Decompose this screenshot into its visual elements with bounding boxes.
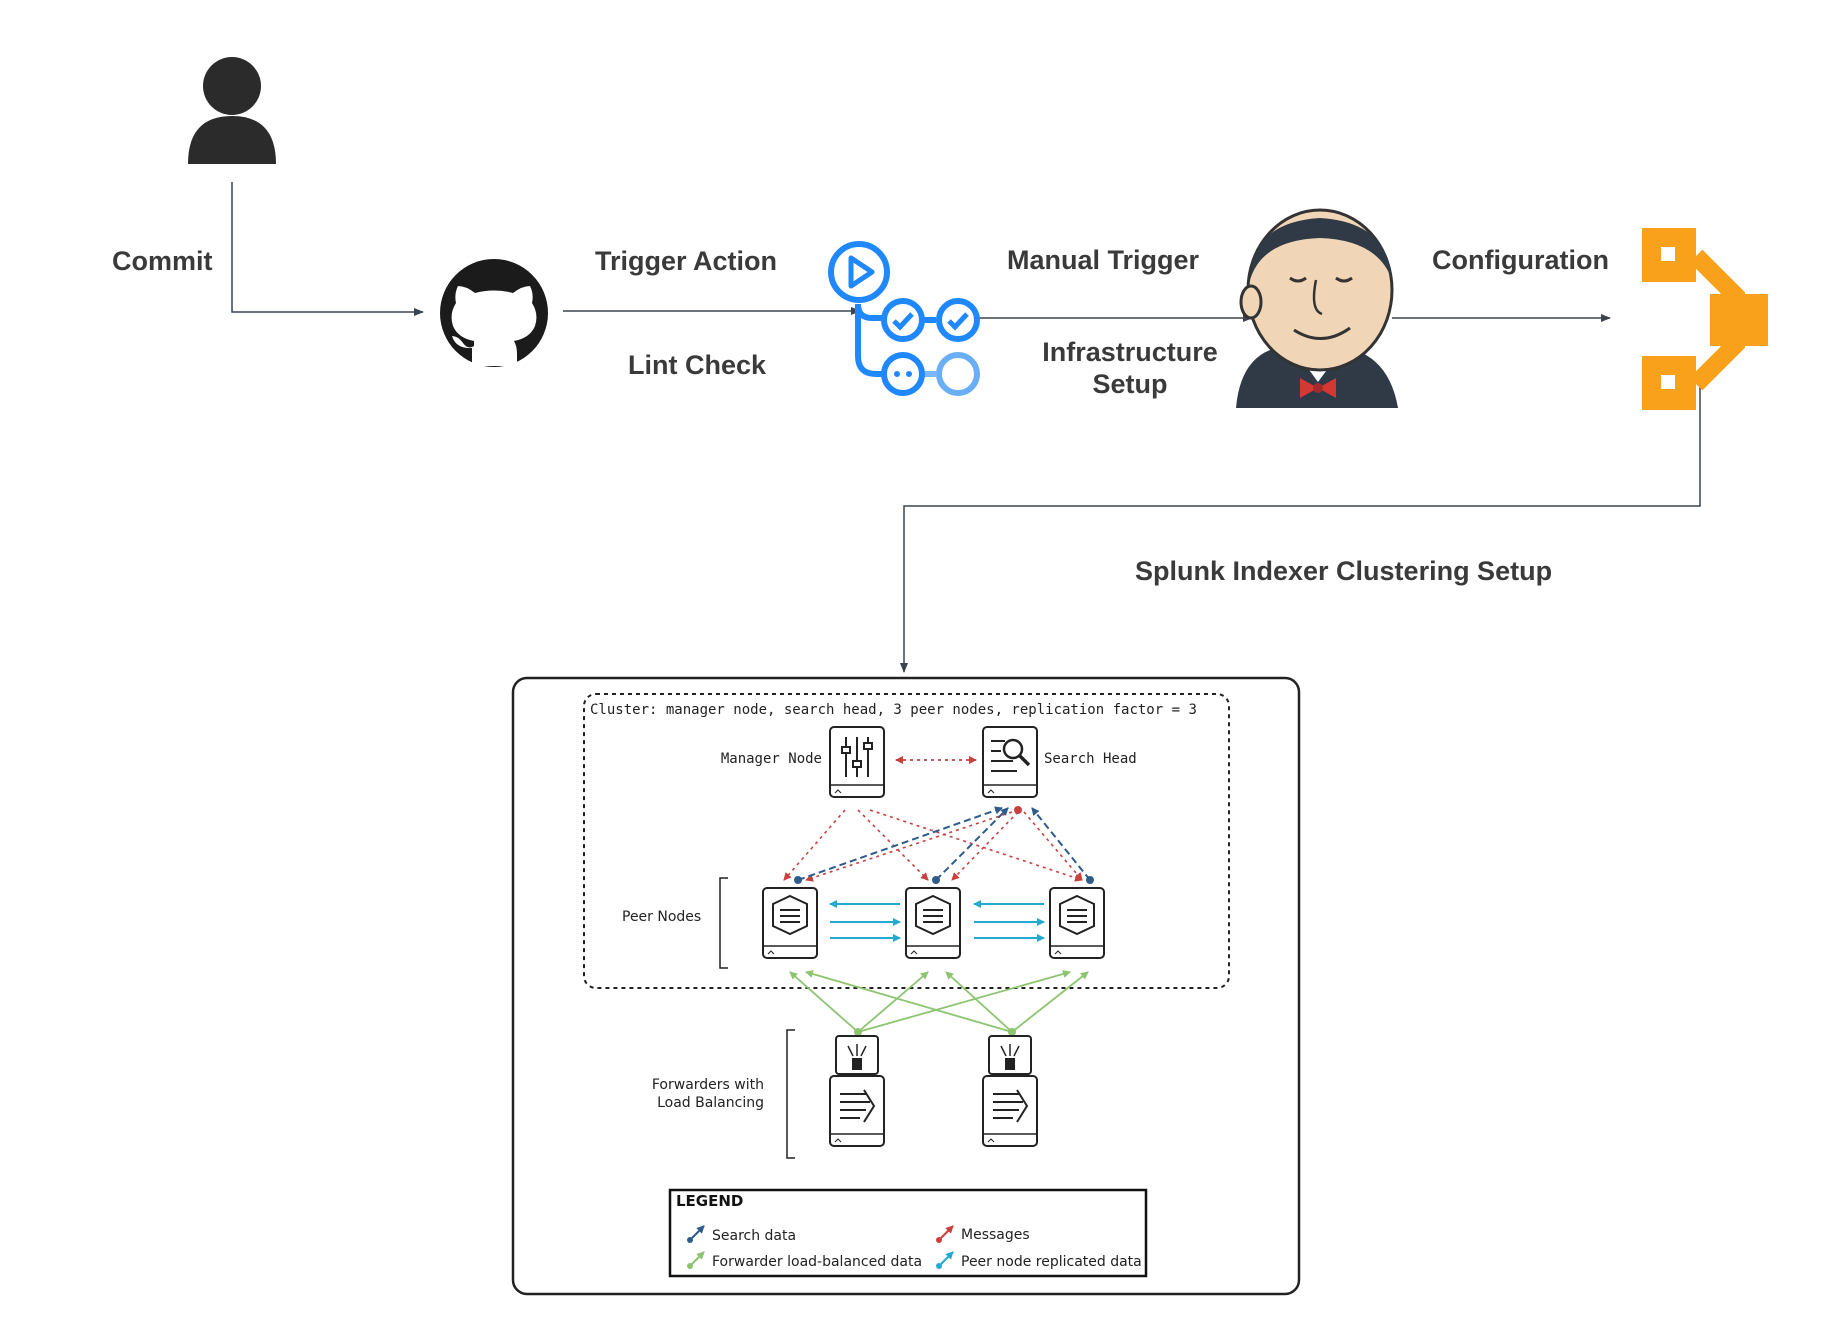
forwarders-bracket [786, 1029, 795, 1159]
search-peer1-msg [805, 811, 1013, 882]
peer2-search-link [935, 807, 1009, 881]
fwd2-dot [1008, 1028, 1016, 1036]
legend-title: LEGEND [676, 1192, 743, 1210]
forwarder-1 [829, 1035, 885, 1147]
github-actions-icon [828, 241, 980, 396]
search-peer3-msg [1023, 811, 1083, 881]
legend: LEGEND Search data Messages Forwarder lo… [668, 1188, 1148, 1278]
fwd1-peer3 [857, 970, 1071, 1033]
forwarder-2 [982, 1035, 1038, 1147]
fwd1-peer2 [857, 971, 929, 1033]
legend-search-data: Search data [687, 1225, 796, 1244]
manager-node [829, 726, 885, 798]
link-dots [794, 806, 1094, 884]
message-links [783, 756, 1083, 882]
peer-nodes-label: Peer Nodes [622, 909, 701, 925]
manager-node-label: Manager Node [721, 751, 822, 767]
legend-messages-text: Messages [961, 1227, 1030, 1243]
jenkins-icon [1236, 208, 1398, 408]
user-icon [188, 57, 276, 164]
manager-peer2-link [857, 809, 929, 881]
fwd1-dot [854, 1028, 862, 1036]
forwarders-label: Forwarders with [652, 1077, 764, 1093]
peer-nodes-bracket [719, 877, 728, 969]
manager-peer1-link [783, 809, 846, 881]
search-head [982, 726, 1038, 798]
fwd2-peer1 [805, 970, 1013, 1033]
ansible-tower-icon [1642, 228, 1768, 410]
manual-trigger-label: Manual Trigger [1007, 245, 1200, 275]
legend-search-text: Search data [712, 1228, 796, 1244]
fwd1-peer1 [789, 971, 859, 1033]
load-balancing-label: Load Balancing [657, 1095, 764, 1111]
cluster-title: Cluster: manager node, search head, 3 pe… [590, 702, 1197, 718]
configuration-label: Configuration [1432, 245, 1609, 275]
commit-arrow [231, 182, 424, 316]
peer3-search-link [1031, 807, 1091, 881]
legend-forwarder-data: Forwarder load-balanced data [687, 1251, 922, 1270]
peer-node-1 [762, 887, 818, 959]
legend-forwarder-text: Forwarder load-balanced data [712, 1254, 922, 1270]
peer-node-2 [905, 887, 961, 959]
fwd2-peer2 [945, 971, 1013, 1033]
peer-node-3 [1049, 887, 1105, 959]
infrastructure-setup-label: Setup [1092, 369, 1167, 399]
legend-peer-replicated: Peer node replicated data [936, 1251, 1142, 1270]
peer1-search-link [797, 806, 1003, 881]
commit-label: Commit [112, 246, 213, 276]
forwarder-links [789, 970, 1089, 1033]
replication-links [829, 900, 1045, 942]
lint-check-label: Lint Check [628, 350, 767, 380]
legend-messages: Messages [936, 1225, 1030, 1243]
manager-peer3-link [869, 809, 1083, 882]
fwd2-peer3 [1011, 971, 1089, 1033]
trigger-action-label: Trigger Action [595, 246, 777, 276]
search-peer2-msg [951, 811, 1019, 881]
search-data-links [797, 806, 1091, 881]
search-head-label: Search Head [1044, 751, 1137, 767]
infrastructure-label: Infrastructure [1042, 337, 1218, 367]
github-icon [440, 259, 548, 367]
legend-peer-text: Peer node replicated data [961, 1254, 1142, 1270]
splunk-setup-label: Splunk Indexer Clustering Setup [1135, 556, 1552, 586]
splunk-setup-arrow [900, 372, 1701, 673]
splunk-cluster-panel: Cluster: manager node, search head, 3 pe… [511, 676, 1301, 1296]
flow-connectors [231, 182, 1701, 673]
